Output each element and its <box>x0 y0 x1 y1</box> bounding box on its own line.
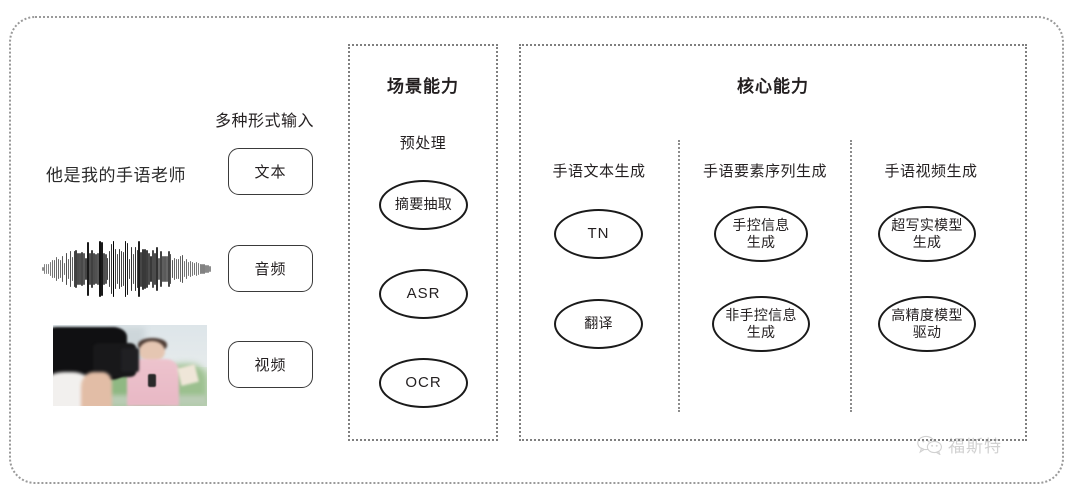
thumb-reporter-head <box>139 341 166 363</box>
core-capability-panel: 核心能力 <box>519 44 1027 441</box>
node-photorealistic-model-generation[interactable]: 超写实模型 生成 <box>878 206 976 262</box>
thumb-camera-hood <box>120 347 140 372</box>
node-manual-information-generation[interactable]: 手控信息 生成 <box>714 206 808 262</box>
node-line-2: 生成 <box>746 324 776 340</box>
node-line-1: 手控信息 <box>732 216 790 233</box>
node-ocr[interactable]: OCR <box>379 358 468 408</box>
node-translation[interactable]: 翻译 <box>554 299 643 349</box>
node-line-1: 非手控信息 <box>725 306 797 323</box>
node-line-1: 高精度模型 <box>891 306 963 323</box>
core-column-label-sign-element-sequence-generation: 手语要素序列生成 <box>702 163 827 180</box>
sample-sentence-text: 他是我的手语老师 <box>46 166 186 185</box>
node-high-precision-model-driving[interactable]: 高精度模型 驱动 <box>878 296 976 352</box>
core-column-label-sign-video-generation: 手语视频生成 <box>884 163 978 180</box>
scene-capability-panel: 场景能力 <box>348 44 498 441</box>
input-modality-audio-button[interactable]: 音频 <box>228 245 313 292</box>
input-modality-video-button[interactable]: 视频 <box>228 341 313 388</box>
node-asr[interactable]: ASR <box>379 269 468 319</box>
scene-capability-title: 场景能力 <box>387 77 459 96</box>
node-line-2: 生成 <box>912 234 942 250</box>
input-modality-text-button[interactable]: 文本 <box>228 148 313 195</box>
video-thumbnail-image <box>53 325 207 406</box>
node-tn[interactable]: TN <box>554 209 643 259</box>
core-capability-title: 核心能力 <box>737 77 809 96</box>
core-column-divider <box>678 140 680 412</box>
wechat-icon <box>917 435 942 455</box>
node-line-1: 超写实模型 <box>891 216 963 233</box>
audio-waveform-graphic <box>42 241 212 297</box>
thumb-operator-arm <box>80 371 112 406</box>
node-summary-extraction[interactable]: 摘要抽取 <box>379 180 468 230</box>
core-column-divider <box>850 140 852 412</box>
thumb-microphone <box>148 373 157 387</box>
core-column-label-sign-text-generation: 手语文本生成 <box>552 163 646 180</box>
watermark: 福斯特 <box>917 432 1002 457</box>
node-non-manual-information-generation[interactable]: 非手控信息 生成 <box>712 296 810 352</box>
node-line-2: 驱动 <box>912 324 942 340</box>
node-line-2: 生成 <box>746 234 776 250</box>
input-section-heading: 多种形式输入 <box>215 113 315 130</box>
watermark-text: 福斯特 <box>948 437 1002 456</box>
scene-subtitle-preprocess: 预处理 <box>399 135 447 152</box>
outer-frame <box>9 16 1064 484</box>
